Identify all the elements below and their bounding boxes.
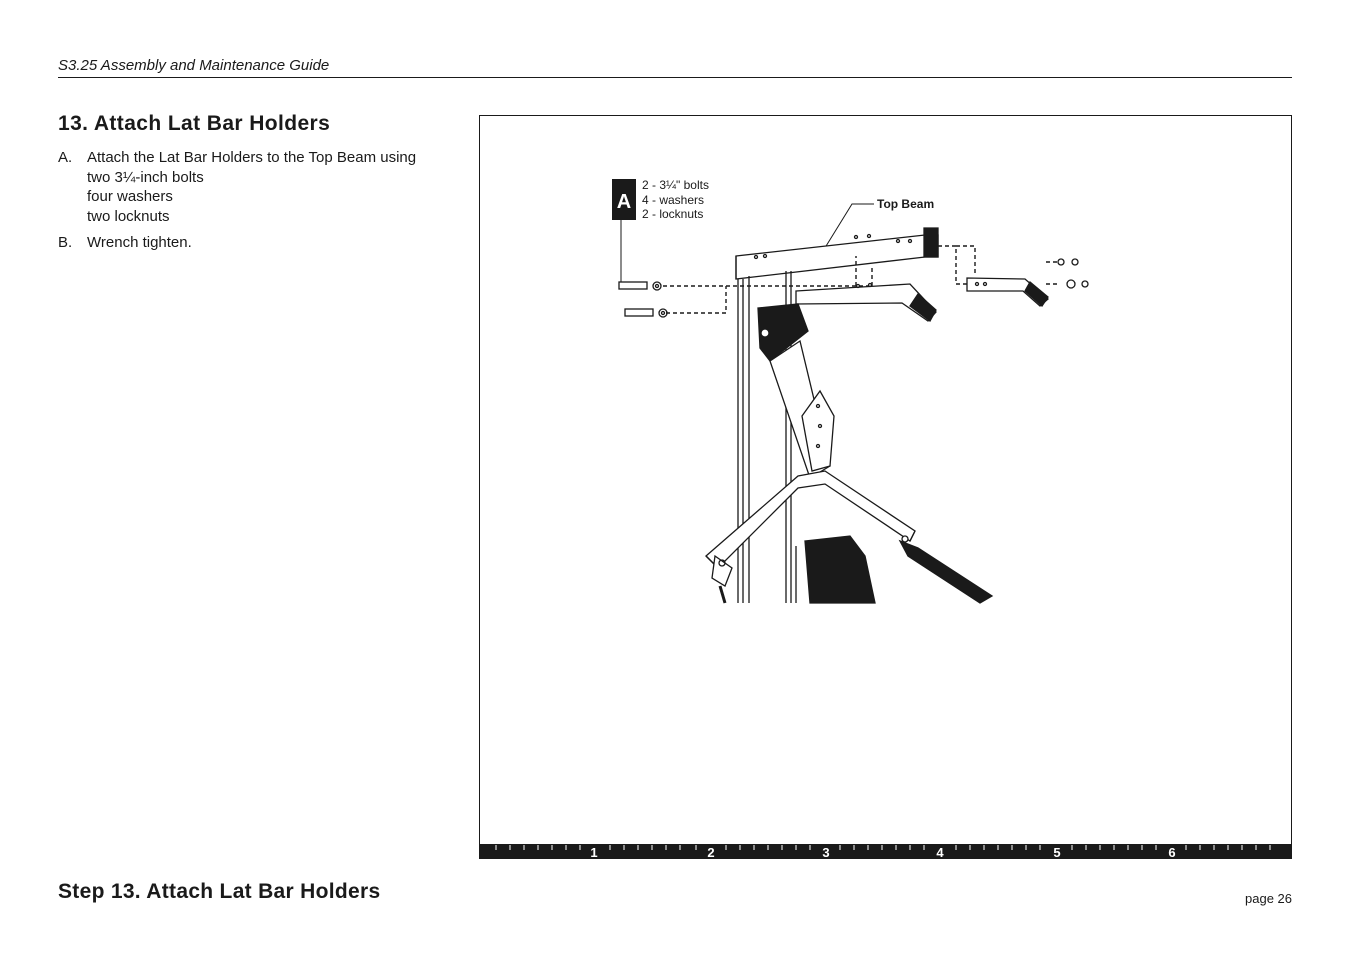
ruler-number: 2 <box>707 845 714 858</box>
machine-frame-drawing <box>618 227 1089 604</box>
scale-ruler: 1 2 3 4 5 6 <box>480 844 1291 858</box>
assembly-figure: A 2 - 3¼" bolts 4 - washers 2 - locknuts… <box>479 115 1292 859</box>
top-beam-label: Top Beam <box>877 197 934 211</box>
instruction-letter: B. <box>58 234 73 251</box>
instruction-list: A. Attach the Lat Bar Holders to the Top… <box>58 148 458 260</box>
parts-list-item: 2 - locknuts <box>642 207 703 221</box>
header-divider <box>58 77 1292 78</box>
instruction-text: Wrench tighten. <box>87 234 192 251</box>
instruction-a: A. Attach the Lat Bar Holders to the Top… <box>58 148 458 226</box>
callout-box <box>612 179 636 220</box>
instruction-text: four washers <box>87 188 173 205</box>
parts-list-item: 2 - 3¼" bolts <box>642 178 709 192</box>
ruler-ticks <box>495 845 1271 850</box>
top-beam-leader-line <box>822 203 874 252</box>
ruler-number: 5 <box>1053 845 1060 858</box>
callout-letter: A <box>617 191 631 213</box>
page-number: page 26 <box>1245 891 1292 906</box>
parts-list-item: 4 - washers <box>642 193 704 207</box>
instruction-letter: A. <box>58 149 73 166</box>
footer-step-title: Step 13. Attach Lat Bar Holders <box>58 880 381 903</box>
instruction-b: B. Wrench tighten. <box>58 233 458 253</box>
ruler-number: 4 <box>936 845 944 858</box>
instruction-text: two locknuts <box>87 207 170 225</box>
ruler-number: 6 <box>1168 845 1175 858</box>
ruler-number: 3 <box>822 845 829 858</box>
instruction-text: Attach the Lat Bar Holders to the Top Be… <box>87 149 417 166</box>
assembly-drawing: A 2 - 3¼" bolts 4 - washers 2 - locknuts… <box>480 178 1291 858</box>
ruler-bar <box>480 844 1291 858</box>
ruler-number: 1 <box>590 845 597 858</box>
step-heading: 13. Attach Lat Bar Holders <box>58 112 331 135</box>
guide-title: S3.25 Assembly and Maintenance Guide <box>58 57 330 74</box>
instruction-text: two 3¼-inch bolts <box>87 168 204 186</box>
